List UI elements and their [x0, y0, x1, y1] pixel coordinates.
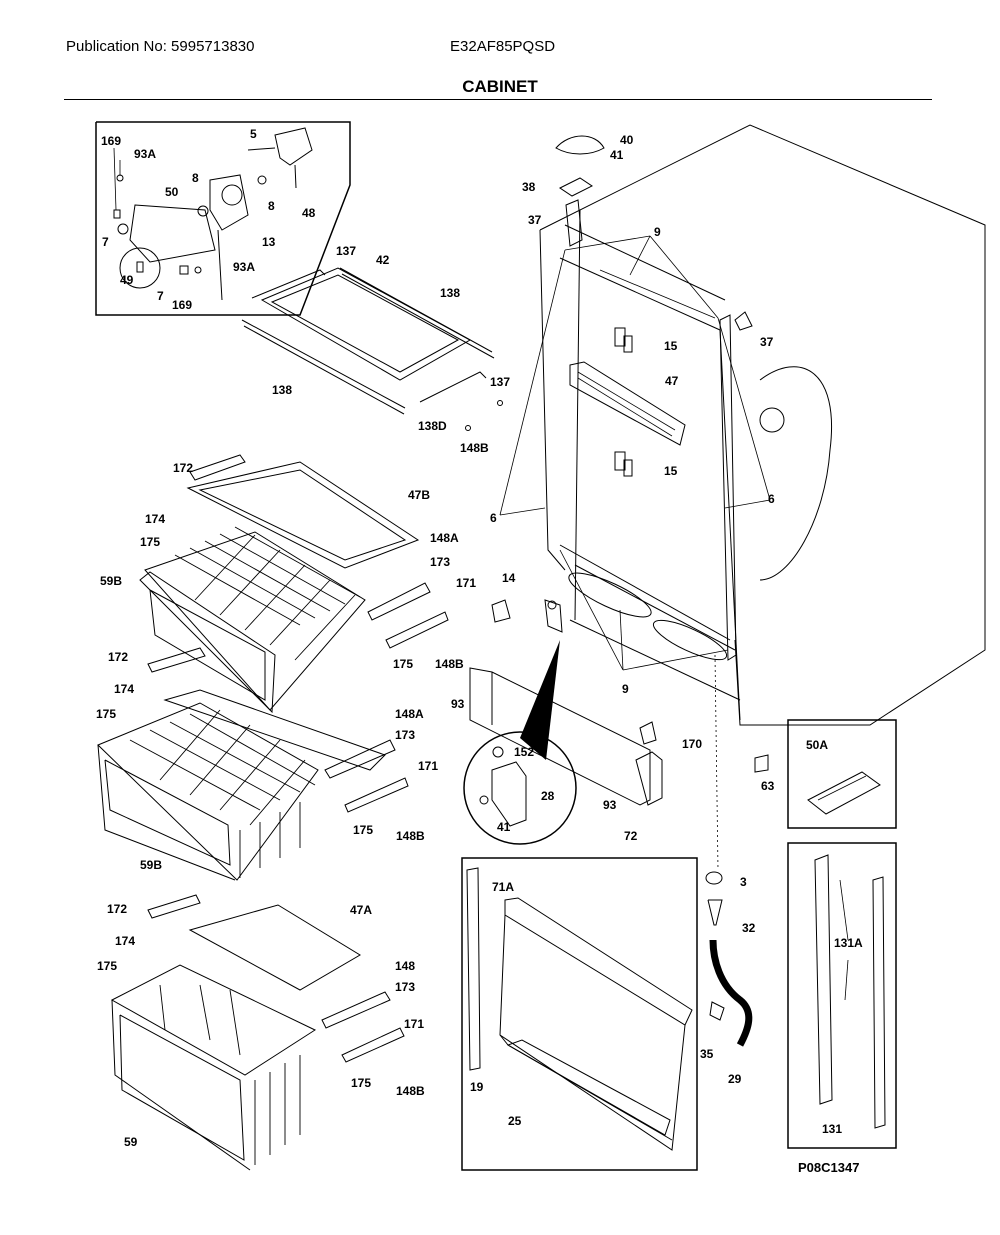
callout-59B-b: 59B [140, 858, 162, 872]
callout-152: 152 [514, 745, 534, 759]
callout-50: 50 [165, 185, 179, 199]
callout-37-a: 37 [528, 213, 542, 227]
callout-15-a: 15 [664, 339, 678, 353]
callout-8-b: 8 [268, 199, 275, 213]
callout-25: 25 [508, 1114, 522, 1128]
callout-172-c: 172 [107, 902, 127, 916]
callout-9-b: 9 [622, 682, 629, 696]
callout-175-b: 175 [393, 657, 413, 671]
callout-47A: 47A [350, 903, 372, 917]
callout-93-a: 93 [451, 697, 465, 711]
callout-148A-a: 148A [430, 531, 459, 545]
callout-35: 35 [700, 1047, 714, 1061]
callout-169-a: 169 [101, 134, 121, 148]
callout-47B: 47B [408, 488, 430, 502]
lower-panel-assembly [461, 857, 698, 1171]
callout-148B-d: 148B [396, 1084, 425, 1098]
callout-13: 13 [262, 235, 276, 249]
callout-175-d: 175 [353, 823, 373, 837]
callout-174-b: 174 [114, 682, 134, 696]
callout-173-b: 173 [395, 728, 415, 742]
callout-41-a: 41 [610, 148, 624, 162]
callout-9-a: 9 [654, 225, 661, 239]
cabinet-shell [491, 124, 986, 726]
callout-138-a: 138 [440, 286, 460, 300]
callout-173-a: 173 [430, 555, 450, 569]
callout-8-a: 8 [192, 171, 199, 185]
callout-131A: 131A [834, 936, 863, 950]
callout-29: 29 [728, 1072, 742, 1086]
callout-48: 48 [302, 206, 316, 220]
callout-28: 28 [541, 789, 555, 803]
callout-137-b: 137 [490, 375, 510, 389]
drain-and-misc-parts [705, 654, 897, 1149]
callout-172-b: 172 [108, 650, 128, 664]
callout-32: 32 [742, 921, 756, 935]
callout-49: 49 [120, 273, 134, 287]
middle-drawer-basket [97, 647, 409, 881]
callout-173-c: 173 [395, 980, 415, 994]
callout-175-c: 175 [96, 707, 116, 721]
callout-148A-b: 148A [395, 707, 424, 721]
callout-174-c: 174 [115, 934, 135, 948]
publication-number: Publication No: 5995713830 [66, 38, 255, 55]
callout-6-a: 6 [490, 511, 497, 525]
callout-50A: 50A [806, 738, 828, 752]
callout-148B-b: 148B [435, 657, 464, 671]
callout-171-b: 171 [418, 759, 438, 773]
damper-assembly-inset [95, 121, 351, 316]
callout-59B-a: 59B [100, 574, 122, 588]
callout-19: 19 [470, 1080, 484, 1094]
callout-47: 47 [665, 374, 679, 388]
callout-40: 40 [620, 133, 634, 147]
callout-3: 3 [740, 875, 747, 889]
header-rule [64, 99, 932, 100]
callout-38: 38 [522, 180, 536, 194]
callout-170: 170 [682, 737, 702, 751]
callout-93-b: 93 [603, 798, 617, 812]
callout-14: 14 [502, 571, 516, 585]
callout-171-a: 171 [456, 576, 476, 590]
callout-7-a: 7 [102, 235, 109, 249]
callout-37-b: 37 [760, 335, 774, 349]
callout-138-b: 138 [272, 383, 292, 397]
callout-59: 59 [124, 1135, 138, 1149]
page-title: CABINET [462, 77, 538, 96]
callout-71A: 71A [492, 880, 514, 894]
figure-code: P08C1347 [798, 1160, 860, 1175]
callout-131: 131 [822, 1122, 842, 1136]
callout-labels: 169 93A 5 50 8 8 48 7 13 49 93A 7 169 13… [96, 127, 863, 1149]
callout-175-f: 175 [351, 1076, 371, 1090]
upper-drawer-basket [139, 454, 449, 714]
callout-72: 72 [624, 829, 638, 843]
toe-grille-assembly [463, 640, 663, 845]
callout-175-e: 175 [97, 959, 117, 973]
callout-175-a: 175 [140, 535, 160, 549]
callout-148B-c: 148B [396, 829, 425, 843]
callout-93A-b: 93A [233, 260, 255, 274]
callout-169-b: 169 [172, 298, 192, 312]
callout-148B-a: 148B [460, 441, 489, 455]
callout-148: 148 [395, 959, 415, 973]
callout-15-b: 15 [664, 464, 678, 478]
callout-5: 5 [250, 127, 257, 141]
callout-137-a: 137 [336, 244, 356, 258]
freezer-shelf-assembly [241, 267, 503, 431]
callout-6-b: 6 [768, 492, 775, 506]
callout-42: 42 [376, 253, 390, 267]
callout-7-b: 7 [157, 289, 164, 303]
callout-41-b: 41 [497, 820, 511, 834]
callout-138D: 138D [418, 419, 447, 433]
callout-63: 63 [761, 779, 775, 793]
callout-174-a: 174 [145, 512, 165, 526]
callout-172-a: 172 [173, 461, 193, 475]
callout-171-c: 171 [404, 1017, 424, 1031]
model-number: E32AF85PQSD [450, 38, 556, 55]
callout-93A-a: 93A [134, 147, 156, 161]
lower-drawer-basket [110, 894, 405, 1171]
